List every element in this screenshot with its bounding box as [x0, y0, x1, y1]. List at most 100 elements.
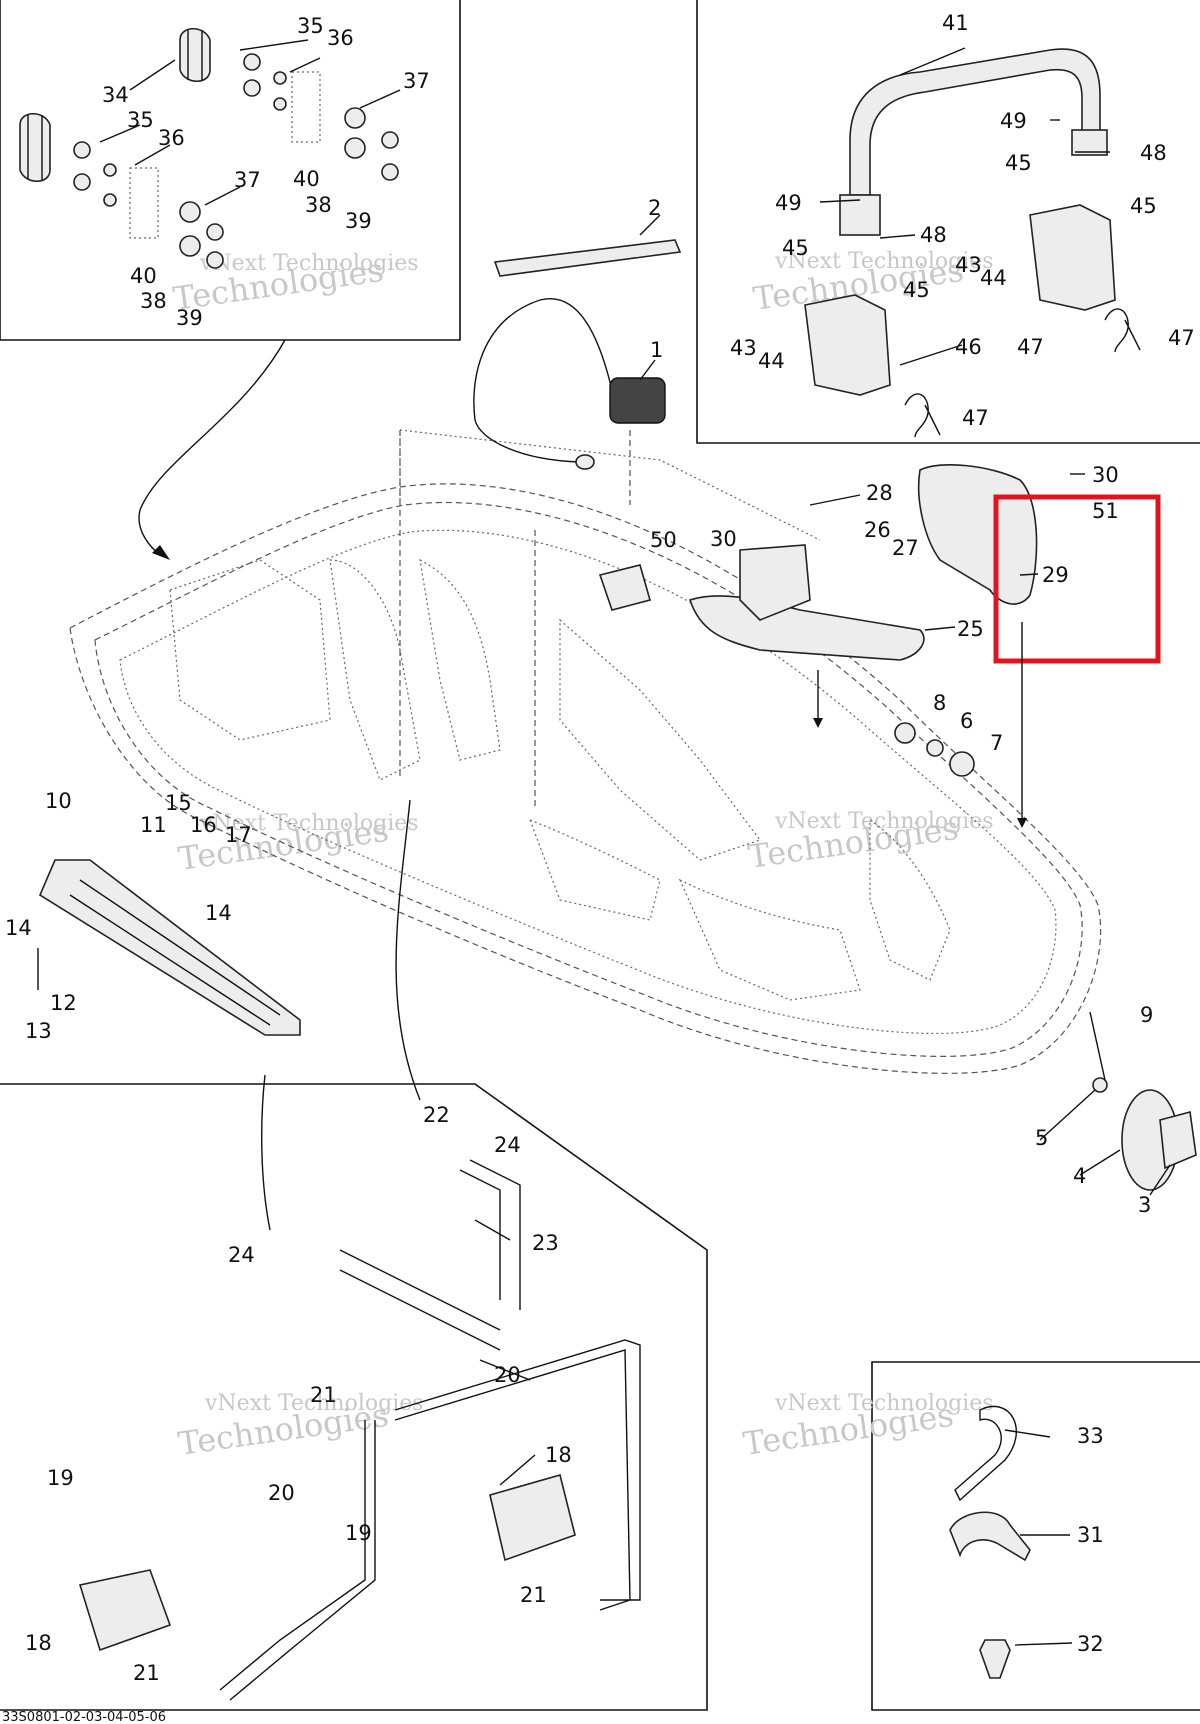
callout-6: 6	[960, 709, 973, 733]
part-29-tray	[917, 464, 1038, 605]
callout-47: 47	[962, 406, 989, 430]
part-2-gasket	[493, 239, 682, 277]
callout-18: 18	[545, 1443, 572, 1467]
callout-21: 21	[520, 1583, 547, 1607]
part-6-washer	[926, 739, 944, 757]
callout-48: 48	[920, 223, 947, 247]
inset-frame-top-right	[696, 0, 1200, 444]
handle-bar-assembly	[804, 48, 1141, 438]
callout-26: 26	[864, 518, 891, 542]
callout-16: 16	[190, 813, 217, 837]
callout-32: 32	[1077, 1632, 1104, 1656]
callout-45: 45	[782, 236, 809, 260]
callout-39: 39	[176, 306, 203, 330]
callout-20: 20	[268, 1481, 295, 1505]
callout-30: 30	[710, 527, 737, 551]
callout-20: 20	[494, 1363, 521, 1387]
callout-19: 19	[345, 1521, 372, 1545]
arrow-head	[1017, 818, 1027, 828]
callout-41: 41	[942, 11, 969, 35]
callout-2: 2	[648, 196, 661, 220]
callout-28: 28	[866, 481, 893, 505]
callout-35: 35	[297, 14, 324, 38]
hull-outline	[69, 429, 1102, 1074]
callout-1: 1	[650, 338, 663, 362]
part-3-cap	[1159, 1110, 1197, 1170]
callout-38: 38	[305, 193, 332, 217]
callout-40: 40	[293, 167, 320, 191]
callout-36: 36	[327, 26, 354, 50]
rail-assembly-top-left	[19, 27, 399, 269]
watermark-text: vNext Technologies	[204, 1391, 424, 1416]
callout-27: 27	[892, 536, 919, 560]
arrow-head	[813, 718, 823, 728]
callout-11: 11	[140, 813, 167, 837]
callout-40: 40	[130, 264, 157, 288]
callout-34: 34	[102, 83, 129, 107]
part-33-cable-tie	[954, 1405, 1017, 1502]
callout-51: 51	[1092, 499, 1119, 523]
callout-43: 43	[730, 336, 757, 360]
inset-frame-top-left	[0, 0, 461, 341]
callout-30: 30	[1092, 463, 1119, 487]
callout-24: 24	[494, 1133, 521, 1157]
watermark-text: vNext Technologies	[199, 251, 419, 276]
callout-labels: 1 2 3 4 5 6 7 8 9 10 11 12 13 14 14 15 1…	[5, 11, 1195, 1685]
callout-12: 12	[50, 991, 77, 1015]
callout-31: 31	[1077, 1523, 1104, 1547]
callout-18: 18	[25, 1631, 52, 1655]
part-7-grommet	[949, 751, 975, 777]
part-25-storage-bin	[688, 595, 925, 661]
callout-14: 14	[205, 901, 232, 925]
callout-39: 39	[345, 209, 372, 233]
arrow-head	[152, 545, 170, 560]
callout-45: 45	[1130, 194, 1157, 218]
highlight-box-part-29	[993, 494, 1161, 664]
callout-8: 8	[933, 691, 946, 715]
callout-21: 21	[133, 1661, 160, 1685]
callout-49: 49	[775, 191, 802, 215]
bilge-hose-assembly	[78, 799, 641, 1701]
callout-36: 36	[158, 126, 185, 150]
callout-9: 9	[1140, 1003, 1153, 1027]
callout-37: 37	[403, 69, 430, 93]
callout-49: 49	[1000, 109, 1027, 133]
part-5-washer	[1092, 1077, 1108, 1093]
callout-50: 50	[650, 528, 677, 552]
callout-44: 44	[758, 349, 785, 373]
callout-35: 35	[127, 108, 154, 132]
inset-frame-bottom-left	[0, 1083, 708, 1711]
callout-22: 22	[423, 1103, 450, 1127]
callout-47: 47	[1168, 326, 1195, 350]
callout-19: 19	[47, 1466, 74, 1490]
callout-45: 45	[903, 278, 930, 302]
callout-29: 29	[1042, 563, 1069, 587]
callout-43: 43	[955, 253, 982, 277]
inset-frame-bottom-right	[871, 1361, 1200, 1711]
watermark-group: vNext Technologies Technologies vNext Te…	[171, 249, 994, 1463]
callout-33: 33	[1077, 1424, 1104, 1448]
callout-46: 46	[955, 335, 982, 359]
callout-14: 14	[5, 916, 32, 940]
diagram-code: 33S0801-02-03-04-05-06	[2, 1710, 166, 1724]
leader-lines	[37, 39, 1171, 1646]
callout-21: 21	[310, 1383, 337, 1407]
callout-25: 25	[957, 617, 984, 641]
callout-24: 24	[228, 1243, 255, 1267]
callout-45: 45	[1005, 151, 1032, 175]
callout-23: 23	[532, 1231, 559, 1255]
part-50-sleeve	[598, 564, 651, 611]
callout-47: 47	[1017, 335, 1044, 359]
part-8-nut	[894, 722, 916, 744]
callout-48: 48	[1140, 141, 1167, 165]
callout-3: 3	[1138, 1193, 1151, 1217]
callout-38: 38	[140, 289, 167, 313]
watermark-text: vNext Technologies	[774, 1391, 994, 1416]
leader-arrow	[138, 339, 286, 557]
part-31-hose-clamp	[949, 1511, 1031, 1562]
watermark-text: vNext Technologies	[774, 249, 994, 274]
part-1-sensor	[473, 298, 666, 470]
callout-15: 15	[165, 791, 192, 815]
callout-4: 4	[1073, 1164, 1086, 1188]
